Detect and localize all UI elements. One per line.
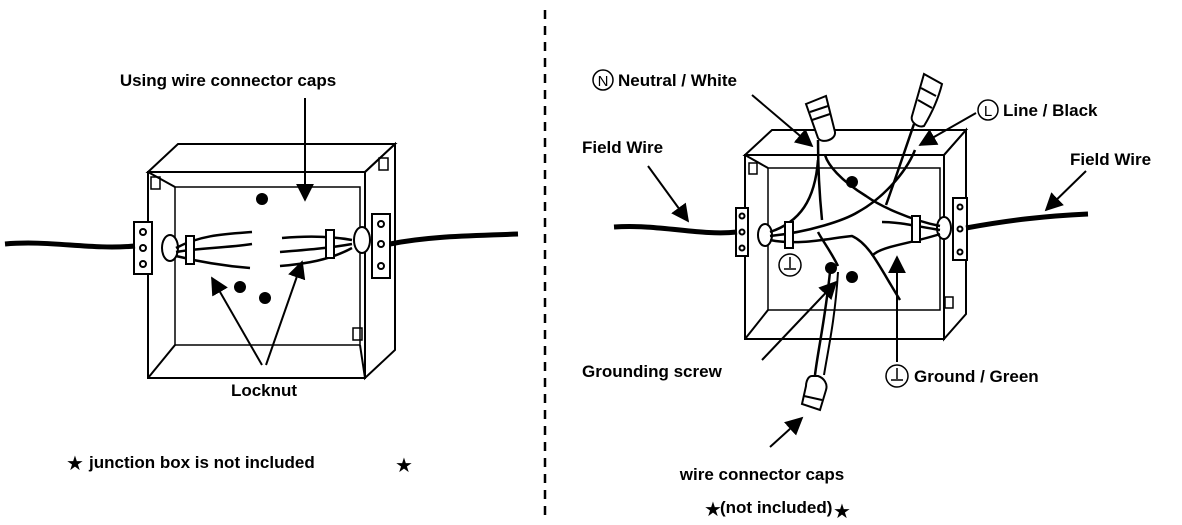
right-panel: N Neutral / White L Line / Black Field W… (582, 69, 1151, 523)
field-wire (389, 231, 519, 247)
locknut (185, 235, 195, 265)
wire-connector-cap (804, 94, 836, 142)
star-icon: ★ (833, 499, 851, 523)
field-wire-label-right: Field Wire (1070, 150, 1151, 169)
pigtail (813, 271, 832, 376)
neutral-symbol: N (598, 73, 609, 90)
clamp-left (735, 207, 773, 257)
star-icon: ★ (66, 451, 84, 475)
screw-hole (825, 262, 837, 274)
screw-hole (256, 193, 268, 205)
ground-label: Ground / Green (914, 367, 1039, 386)
wire-connector-cap (910, 72, 944, 128)
locknut (784, 221, 794, 249)
locknut-label: Locknut (231, 381, 297, 400)
conductors-left (175, 230, 353, 270)
field-wire-label-left: Field Wire (582, 138, 663, 157)
clamp-right (353, 213, 391, 279)
left-title: Using wire connector caps (120, 71, 336, 90)
ground-symbol-icon (891, 368, 903, 381)
neutral-symbol-icon (592, 69, 614, 91)
screw-hole (234, 281, 246, 293)
left-panel: Using wire connector caps (4, 71, 519, 477)
locknut (911, 215, 921, 243)
locknut (325, 229, 335, 259)
caps-note: (not included) (720, 498, 832, 517)
ground-symbol-icon (885, 364, 909, 388)
arrow-icon (751, 94, 814, 148)
field-wire (4, 240, 136, 250)
grounding-screw-label: Grounding screw (582, 362, 723, 381)
neutral-label: Neutral / White (618, 71, 737, 90)
caps-label: wire connector caps (679, 465, 844, 484)
pigtail (816, 139, 824, 221)
ground-symbol-icon (784, 257, 796, 270)
field-wire (613, 224, 738, 236)
line-symbol-icon (977, 99, 999, 121)
pigtail (884, 123, 916, 206)
screw-hole (259, 292, 271, 304)
junction-box-left (145, 141, 398, 381)
screw-hole (846, 271, 858, 283)
field-wire (965, 211, 1089, 231)
left-footnote: junction box is not included (88, 453, 315, 472)
arrow-icon (265, 260, 306, 366)
line-label: Line / Black (1003, 101, 1098, 120)
line-symbol: L (984, 103, 992, 120)
wire-connector-cap (800, 375, 828, 412)
star-icon: ★ (395, 453, 413, 477)
arrow-icon (211, 276, 263, 366)
arrow-icon (1044, 170, 1087, 212)
arrow-icon (647, 165, 690, 223)
clamp-left (133, 221, 179, 275)
conductors-right (769, 149, 941, 301)
star-icon: ★ (704, 497, 722, 521)
clamp-right (936, 197, 968, 261)
ground-symbol-icon (778, 253, 802, 277)
arrow-icon (761, 280, 838, 361)
arrow-icon (769, 416, 804, 448)
